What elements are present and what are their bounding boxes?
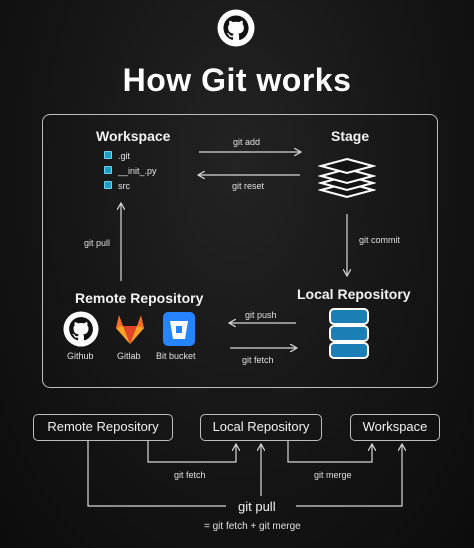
github-icon — [63, 311, 99, 347]
git-commit-label: git commit — [359, 235, 401, 245]
local-repository-heading: Local Repository — [297, 286, 411, 302]
bitbucket-label: Bit bucket — [156, 351, 196, 361]
bottom-fetch-arrow — [147, 441, 236, 463]
workspace-heading: Workspace — [96, 128, 171, 144]
bitbucket-icon — [163, 312, 195, 346]
git-flow-panel — [42, 114, 438, 388]
file-icon — [104, 165, 112, 174]
bottom-git-merge-label: git merge — [314, 470, 352, 480]
git-fetch-label: git fetch — [242, 355, 274, 365]
remote-repository-heading: Remote Repository — [75, 290, 204, 306]
git-pull-label: git pull — [84, 238, 111, 248]
gitlab-label: Gitlab — [117, 351, 141, 361]
stage-layers-icon — [317, 157, 377, 199]
bottom-git-pull-label: git pull — [238, 499, 276, 514]
page-title: How Git works — [122, 62, 352, 98]
file-item: src — [104, 176, 157, 191]
bottom-local-repository-box: Local Repository — [200, 414, 322, 441]
bottom-equation-label: = git fetch + git merge — [204, 521, 301, 532]
workspace-file-list: .git __init_.py src — [104, 146, 157, 191]
bottom-remote-repository-box: Remote Repository — [33, 414, 173, 441]
gitlab-icon — [113, 313, 147, 345]
file-item: .git — [104, 146, 157, 161]
stage-heading: Stage — [331, 128, 370, 144]
git-logo-icon — [217, 9, 255, 47]
database-icon — [328, 307, 370, 361]
file-icon — [104, 180, 112, 189]
github-label: Github — [67, 351, 94, 361]
bottom-workspace-box: Workspace — [350, 414, 440, 441]
git-add-label: git add — [233, 137, 261, 147]
bottom-git-fetch-label: git fetch — [174, 470, 206, 480]
file-icon — [104, 150, 112, 159]
git-reset-label: git reset — [232, 181, 265, 191]
bottom-merge-arrow — [287, 441, 372, 463]
file-item: __init_.py — [104, 161, 157, 176]
git-push-label: git push — [245, 310, 277, 320]
